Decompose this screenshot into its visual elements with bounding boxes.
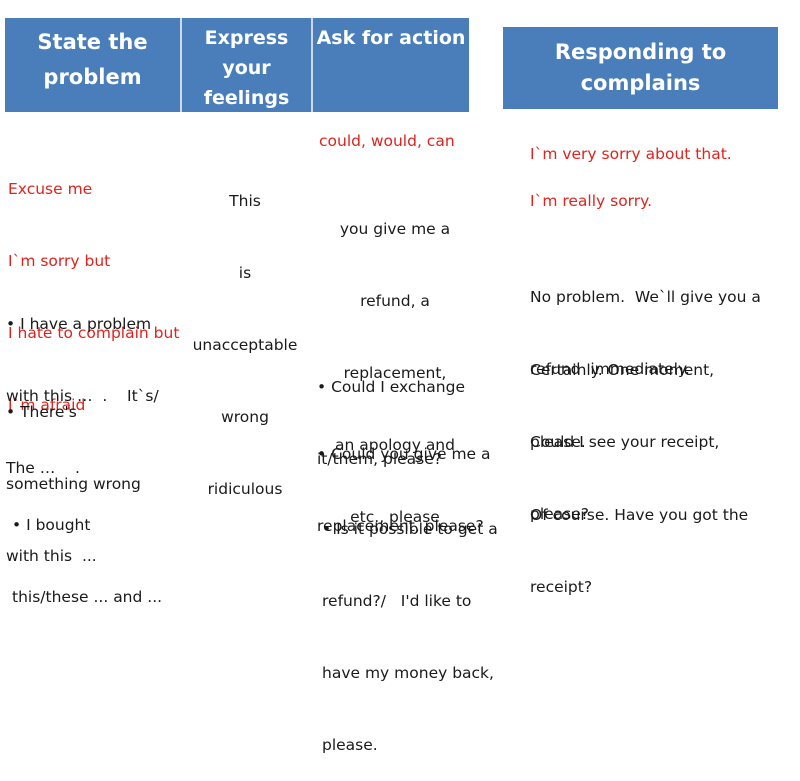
response-2-line1: Certainly. One moment,: [530, 361, 715, 379]
problem-bullet-3-line1: • I bought: [12, 516, 91, 534]
header-state-problem-line2: problem: [43, 65, 142, 89]
feelings-list: This is unacceptable wrong ridiculous: [185, 141, 305, 525]
response-4-line1: Of course. Have you got the: [530, 506, 749, 524]
action-bullet-2-line1: • Could you give me a: [317, 445, 491, 463]
response-sorry-2: I`m really sorry.: [530, 192, 653, 210]
feeling-is: is: [238, 264, 252, 282]
response-1-line2: refund immediately.: [530, 360, 690, 378]
action-bullet-3: • Is it possible to get a refund?/ I'd l…: [322, 469, 498, 781]
opener-sorry-but: I`m sorry but: [8, 252, 111, 270]
problem-bullet-3: • I bought this/these ... and ...: [12, 465, 162, 633]
action-phrase-line5: etc., please: [350, 508, 440, 526]
response-4-line2: receipt?: [530, 578, 593, 596]
action-phrase: you give me a refund, a replacement, an …: [320, 169, 470, 553]
opener-excuse-me: Excuse me: [8, 180, 93, 198]
header-express-line2: your: [222, 57, 271, 79]
response-3-line2: please?: [530, 505, 590, 523]
response-2-line2: please.: [530, 433, 586, 451]
problem-bullet-2-line2: something wrong: [6, 475, 141, 493]
problem-bullet-1-line2: with this … . It`s/: [6, 387, 159, 405]
header-divider-1: [180, 18, 182, 112]
action-phrase-line1: you give me a: [339, 220, 451, 238]
header-ask-action: Ask for action: [313, 18, 469, 112]
header-state-problem: State the problem: [5, 18, 180, 112]
feeling-wrong: wrong: [221, 408, 269, 426]
opener-hate-to-complain: I hate to complain but: [8, 324, 180, 342]
header-responding-line1: Responding to: [554, 40, 727, 64]
action-phrase-line3: replacement,: [343, 364, 447, 382]
feeling-ridiculous: ridiculous: [207, 480, 283, 498]
problem-bullet-1-line1: • I have a problem: [6, 315, 152, 333]
action-bullet-1: • Could I exchange it/them, please?: [317, 327, 465, 495]
response-3: Could I see your receipt, please?: [530, 382, 719, 550]
action-bullet-3-line3: have my money back,: [322, 664, 494, 682]
header-express-line1: Express: [204, 27, 289, 49]
response-4: Of course. Have you got the receipt?: [530, 455, 748, 623]
problem-bullet-2-line3: with this ...: [6, 547, 97, 565]
header-ask-action-label: Ask for action: [316, 27, 466, 49]
response-2: Certainly. One moment, please.: [530, 310, 714, 478]
response-sorry-1: I`m very sorry about that.: [530, 145, 732, 163]
header-state-problem-line1: State the: [37, 30, 148, 54]
response-1-line1: No problem. We`ll give you a: [530, 288, 761, 306]
modals-text: could, would, can: [319, 132, 455, 150]
action-bullet-3-line2: refund?/ I'd like to: [322, 592, 472, 610]
action-bullet-3-line4: please.: [322, 736, 378, 754]
opener-afraid: I`m afraid: [8, 396, 86, 414]
header-responding: Responding to complains: [503, 27, 778, 109]
header-divider-2: [311, 18, 313, 112]
problem-bullet-2-line1: • There's: [6, 403, 77, 421]
problem-bullet-3-line2: this/these ... and ...: [12, 588, 163, 606]
response-3-line1: Could I see your receipt,: [530, 433, 720, 451]
problem-bullet-2: • There's something wrong with this ...: [6, 352, 141, 592]
action-phrase-line2: refund, a: [360, 292, 430, 310]
action-bullet-1-line2: it/them, please?: [317, 450, 443, 468]
header-express-line3: feelings: [203, 87, 290, 109]
header-express-feelings: Express your feelings: [182, 18, 311, 112]
header-table: State the problem Express your feelings …: [5, 18, 469, 112]
response-1: No problem. We`ll give you a refund imme…: [530, 237, 761, 405]
action-phrase-line4: an apology and: [335, 436, 455, 454]
problem-bullet-1: • I have a problem with this … . It`s/ T…: [6, 264, 159, 504]
problem-bullet-1-line3: The … .: [6, 459, 80, 477]
feeling-unacceptable: unacceptable: [192, 336, 298, 354]
feeling-this: This: [229, 192, 261, 210]
action-bullet-2: • Could you give me a replacement, pleas…: [317, 394, 491, 562]
action-bullet-1-line1: • Could I exchange: [317, 378, 465, 396]
openers-list: Excuse me I`m sorry but I hate to compla…: [8, 129, 179, 441]
header-responding-line2: complains: [580, 71, 701, 95]
action-bullet-2-line2: replacement, please?: [317, 517, 484, 535]
action-bullet-3-line1: • Is it possible to get a: [322, 520, 498, 538]
